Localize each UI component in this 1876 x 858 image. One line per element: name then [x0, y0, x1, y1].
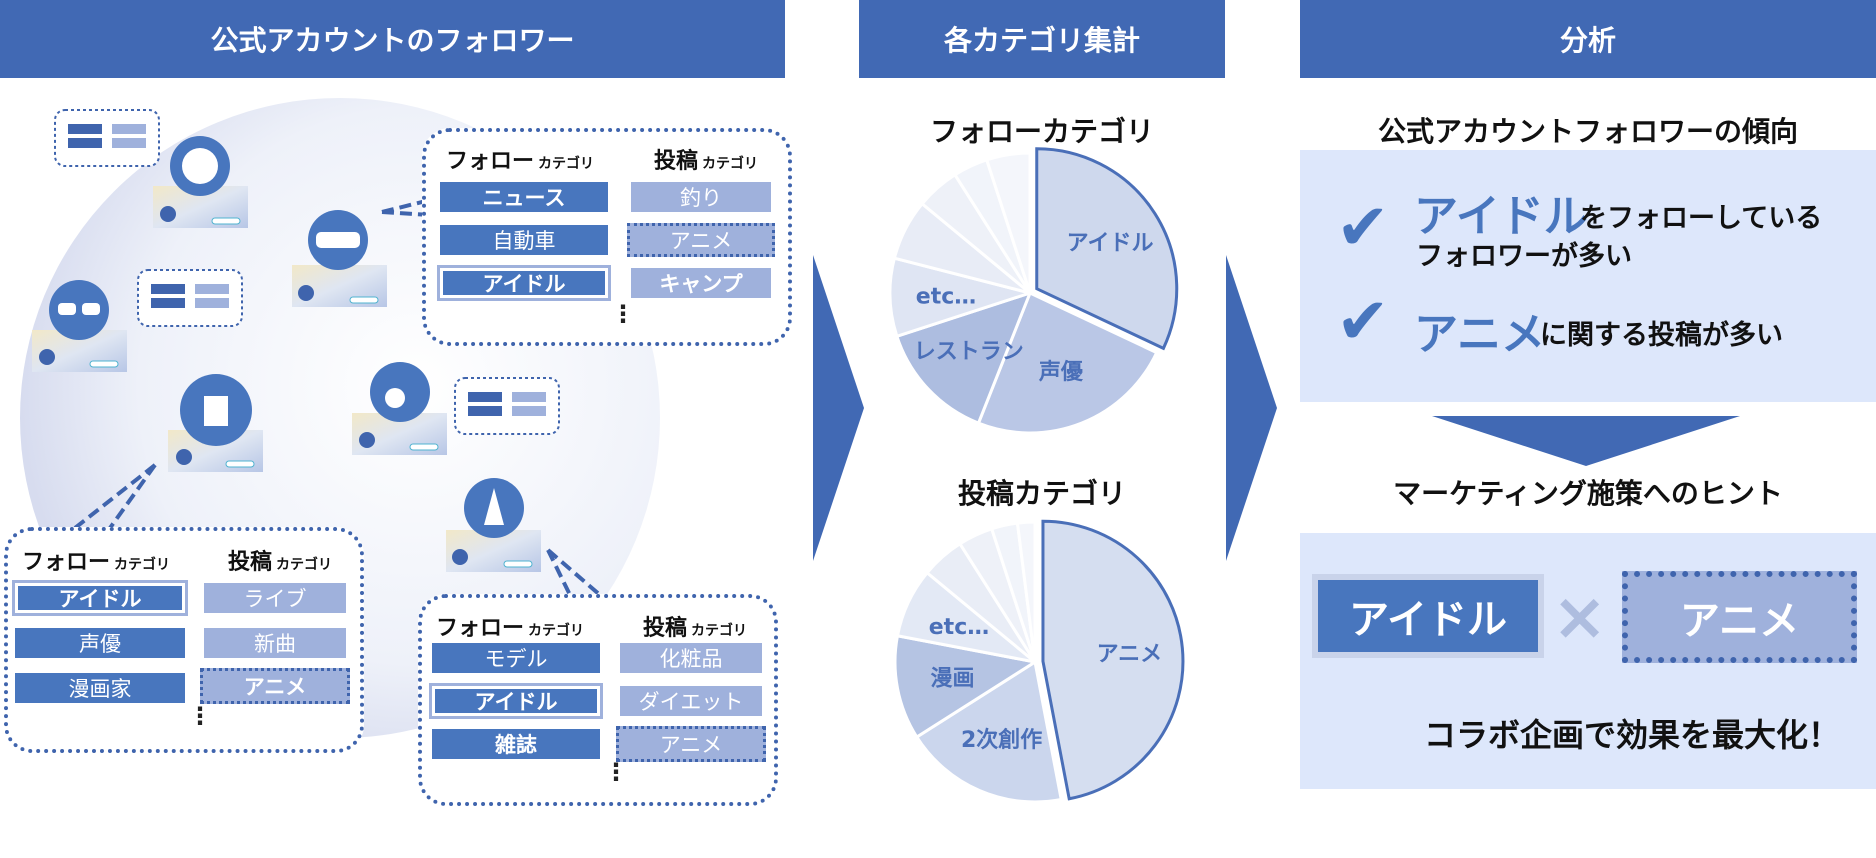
pie-slice-other: [1015, 520, 1037, 663]
follow-tag: 声優: [15, 628, 185, 658]
mini-bubble-content: [68, 124, 546, 416]
flow-arrow-1: [813, 255, 864, 561]
connector-line: [546, 548, 602, 597]
profile-card-dog: [153, 136, 248, 228]
profile-card-castle: [168, 374, 263, 472]
post-heading: 投稿カテゴリ: [228, 550, 333, 575]
pie-slice-漫画: [893, 634, 1040, 740]
pie-label: 声優: [1038, 360, 1084, 385]
check-icon: ✔: [1336, 285, 1390, 359]
pie-label: 漫画: [930, 667, 974, 692]
pie-slice-アイドル: [1035, 147, 1179, 351]
post-tag: 新曲: [204, 628, 346, 658]
pie-label: 2次創作: [961, 727, 1042, 753]
post-tag: 化粧品: [620, 643, 762, 673]
post-tag: 釣り: [631, 182, 771, 212]
more-indicator: ⋮: [604, 758, 628, 786]
times-icon: ×: [1552, 578, 1608, 655]
pie-label: アイドル: [1067, 231, 1154, 256]
more-indicator: ⋮: [611, 300, 635, 328]
conclusion-text: コラボ企画で効果を最大化！: [1424, 716, 1841, 754]
check-icon: ✔: [1336, 191, 1390, 265]
post-tag-highlight: アニメ: [614, 724, 768, 764]
post-tag-highlight: アニメ: [198, 666, 352, 706]
post-tag: ライブ: [204, 583, 346, 613]
header-followers: 公式アカウントのフォロワー: [0, 0, 785, 78]
pie-slice-etc…: [888, 256, 1036, 339]
follow-chart-title: フォローカテゴリ: [929, 115, 1154, 148]
follow-heading: フォローカテゴリ: [22, 550, 171, 575]
post-heading: 投稿カテゴリ: [643, 616, 748, 641]
point2-keyword: アニメ: [1414, 309, 1546, 360]
follow-tag: 自動車: [440, 225, 608, 255]
pie-label: レストラン: [914, 340, 1024, 365]
point1-keyword: アイドル: [1414, 191, 1588, 242]
post-chart-title: 投稿カテゴリ: [957, 477, 1126, 510]
header-analysis: 分析: [1300, 0, 1876, 78]
follow-tag-highlight: アイドル: [432, 686, 600, 716]
trend-title: 公式アカウントフォロワーの傾向: [1377, 115, 1798, 148]
post-category-pie: アニメ 2次創作 漫画 etc…: [893, 519, 1185, 804]
post-tag: キャンプ: [631, 268, 771, 298]
post-tag-highlight: アニメ: [625, 221, 777, 259]
more-indicator: ⋮: [188, 702, 212, 730]
pie-label: etc…: [929, 615, 989, 640]
profile-card-cat: [352, 362, 447, 455]
point2-text: に関する投稿が多い: [1540, 320, 1783, 351]
hint-title: マーケティング施策へのヒント: [1393, 477, 1783, 510]
point1-text-a: をフォローしている: [1580, 203, 1823, 234]
connector-line: [546, 549, 572, 596]
profile-card-car: [292, 210, 387, 307]
follow-heading: フォローカテゴリ: [436, 616, 585, 641]
follow-tag-highlight: アイドル: [440, 268, 608, 298]
follow-tag: 漫画家: [15, 673, 185, 703]
connector-line: [108, 463, 157, 530]
down-arrow: [1432, 416, 1740, 466]
pie-slice-2次創作: [914, 659, 1063, 804]
follow-tag-highlight: アイドル: [15, 583, 185, 613]
pie-slice-アニメ: [1041, 519, 1185, 801]
header-categories: 各カテゴリ集計: [859, 0, 1225, 78]
follow-tag: モデル: [432, 643, 600, 673]
post-tag: ダイエット: [620, 686, 762, 716]
profile-card-glasses: [32, 280, 127, 372]
combo-left: アイドル: [1312, 574, 1544, 658]
follow-tag: 雑誌: [432, 729, 600, 759]
pie-label: etc…: [916, 285, 976, 310]
point1-text-b: フォロワーが多い: [1416, 241, 1632, 272]
pie-label: アニメ: [1097, 642, 1163, 667]
trend-panel: [1300, 150, 1876, 402]
follow-heading: フォローカテゴリ: [446, 149, 595, 174]
pie-slice-other: [984, 151, 1032, 294]
profile-card-princess: [446, 478, 541, 572]
post-heading: 投稿カテゴリ: [654, 149, 759, 174]
follow-tag: ニュース: [440, 182, 608, 212]
pie-slice-声優: [976, 290, 1159, 435]
flow-arrow-2: [1226, 255, 1277, 561]
combo-right: アニメ: [1622, 571, 1857, 663]
